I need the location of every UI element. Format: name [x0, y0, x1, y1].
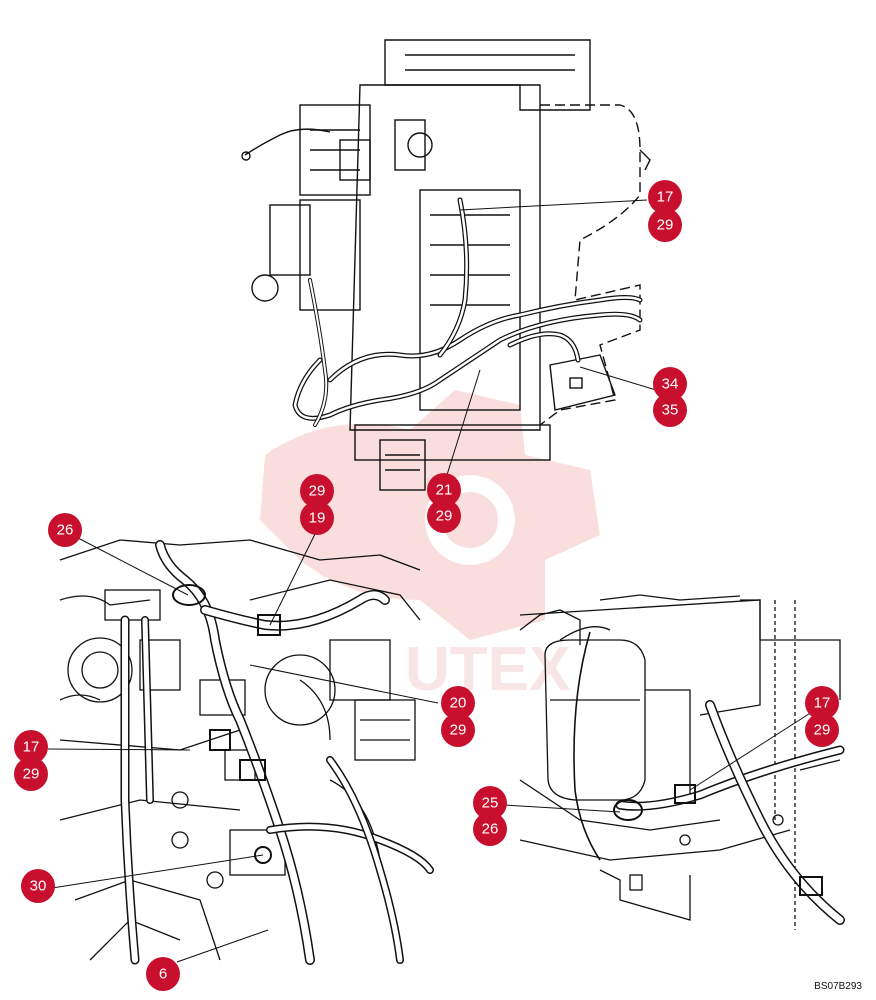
- callout-17-right: 17: [805, 686, 839, 720]
- callout-label: 29: [436, 508, 453, 525]
- engine-top-view: [241, 39, 651, 491]
- callout-label: 17: [814, 695, 831, 712]
- callout-30: 30: [21, 869, 55, 903]
- callout-26-right: 26: [473, 812, 507, 846]
- leader-17-29-top: [459, 199, 648, 211]
- leader-26-left: [77, 537, 189, 596]
- leader-29-19: [269, 529, 318, 626]
- callout-label: 29: [23, 766, 40, 783]
- leader-lines: [47, 199, 813, 963]
- leader-17-29-right: [689, 711, 813, 791]
- callout-29-center: 29: [427, 499, 461, 533]
- callout-29-top: 29: [648, 208, 682, 242]
- callout-29-upper-left: 29: [300, 474, 334, 508]
- callout-26-left: 26: [48, 513, 82, 547]
- callout-label: 30: [30, 878, 47, 895]
- callout-label: 21: [436, 482, 453, 499]
- callout-29-mid: 29: [441, 713, 475, 747]
- leader-17-29-left: [47, 748, 191, 751]
- harness-right: [613, 700, 845, 925]
- watermark-text: UTEX: [405, 635, 570, 704]
- callout-label: 29: [450, 722, 467, 739]
- callout-label: 6: [159, 966, 167, 983]
- callout-25: 25: [473, 786, 507, 820]
- callout-6: 6: [146, 957, 180, 991]
- leader-21-29: [445, 369, 481, 479]
- callout-29-right: 29: [805, 713, 839, 747]
- callout-label: 35: [662, 402, 679, 419]
- callout-label: 34: [662, 376, 679, 393]
- callout-label: 17: [657, 189, 674, 206]
- reference-code: BS07B293: [814, 981, 862, 992]
- harness-left: [120, 540, 434, 965]
- callout-label: 19: [309, 510, 326, 527]
- callout-label: 26: [482, 821, 499, 838]
- leader-6: [176, 929, 269, 963]
- leader-30: [51, 854, 264, 889]
- callout-label: 29: [657, 217, 674, 234]
- callout-label: 26: [57, 522, 74, 539]
- callout-label: 29: [309, 483, 326, 500]
- callout-label: 20: [450, 695, 467, 712]
- leader-25-26: [503, 804, 621, 813]
- callout-20: 20: [441, 686, 475, 720]
- callout-19: 19: [300, 501, 334, 535]
- callout-21: 21: [427, 473, 461, 507]
- callout-29-left: 29: [14, 757, 48, 791]
- detail-left-view: [59, 539, 421, 961]
- detail-right-view: [519, 594, 841, 930]
- leader-20-29: [249, 664, 439, 704]
- harness-top: [292, 197, 643, 427]
- leader-34-35: [579, 366, 657, 391]
- callout-label: 29: [814, 722, 831, 739]
- callout-label: 25: [482, 795, 499, 812]
- callout-35: 35: [653, 393, 687, 427]
- callout-17-top: 17: [648, 180, 682, 214]
- callout-17-left: 17: [14, 730, 48, 764]
- callout-34: 34: [653, 367, 687, 401]
- callout-label: 17: [23, 739, 40, 756]
